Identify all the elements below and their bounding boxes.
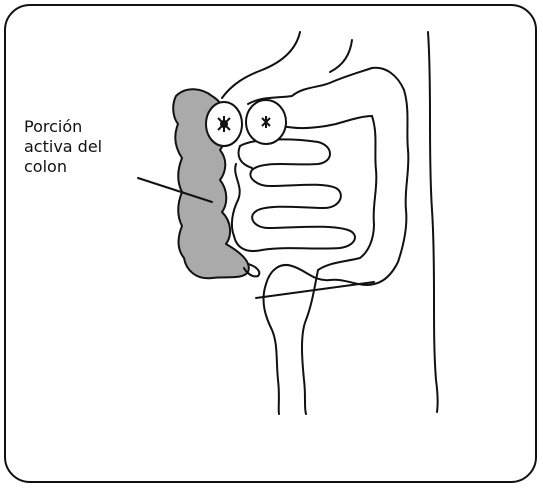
- descending-colon-inner: [360, 116, 376, 258]
- small-intestine-inner: [239, 146, 253, 168]
- small-intestine-tail: [232, 164, 240, 236]
- descending-colon-outer: [374, 90, 408, 284]
- body-outline-top-2: [330, 40, 352, 72]
- transverse-colon-lower: [282, 116, 372, 128]
- body-outline-top: [222, 32, 300, 98]
- rectum: [264, 284, 279, 414]
- transverse-colon: [248, 68, 404, 104]
- small-intestine: [234, 139, 355, 251]
- body-outline-right: [428, 32, 438, 412]
